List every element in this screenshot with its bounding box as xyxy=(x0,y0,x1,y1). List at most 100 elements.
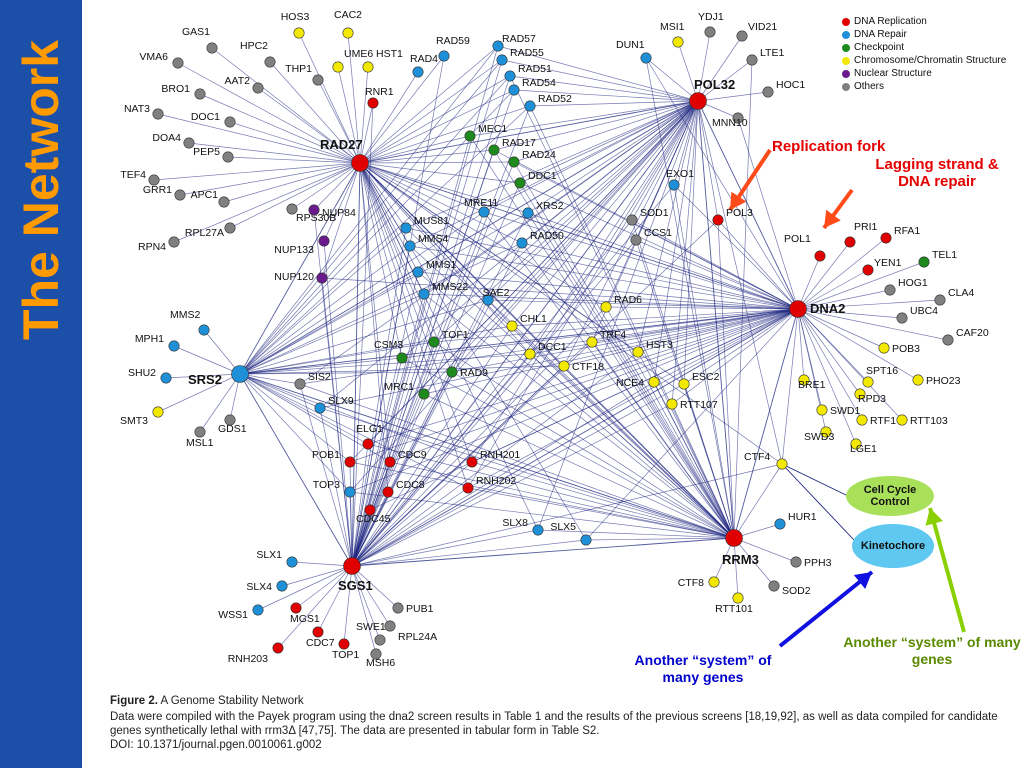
gene-node-label: HUR1 xyxy=(788,511,817,523)
gene-node: RAD6 xyxy=(600,294,642,313)
network-edge xyxy=(165,373,241,379)
network-edge xyxy=(351,227,407,567)
network-edge xyxy=(188,142,361,164)
network-edge xyxy=(359,162,531,355)
network-edge xyxy=(299,383,353,567)
network-edge xyxy=(417,271,799,310)
network-edge xyxy=(637,100,699,353)
gene-node: POL3 xyxy=(712,207,753,226)
gene-node-label: SAE2 xyxy=(483,287,510,299)
gene-node-dot xyxy=(412,266,424,278)
gene-node-label: RTT101 xyxy=(715,603,753,615)
network-edge xyxy=(697,59,753,102)
gene-node-label: RAD6 xyxy=(614,294,642,306)
network-edge xyxy=(359,71,419,164)
gene-node-label: HOS3 xyxy=(281,11,310,23)
gene-node-dot xyxy=(168,236,180,248)
legend-dot xyxy=(842,83,850,91)
gene-node-dot xyxy=(942,334,954,346)
gene-node-dot xyxy=(412,66,424,78)
gene-node-dot xyxy=(286,203,298,215)
gene-node-label: CDC45 xyxy=(356,513,391,525)
gene-node-label: SWE1 xyxy=(356,621,386,633)
gene-node-dot xyxy=(418,288,430,300)
gene-node-label: CHL1 xyxy=(520,313,547,325)
gene-node-label: RNH203 xyxy=(228,653,268,665)
gene-node-dot xyxy=(438,50,450,62)
gene-node: RNH201 xyxy=(466,449,520,468)
gene-node-label: CLA4 xyxy=(948,287,974,299)
gene-node-label: GRR1 xyxy=(143,184,172,196)
gene-node: MEC1 xyxy=(464,123,507,142)
gene-node-label: PEP5 xyxy=(193,146,220,158)
figure-caption: Figure 2. A Genome Stability Network Dat… xyxy=(110,694,1010,752)
network-edge xyxy=(351,182,521,567)
gene-node: HPC2 xyxy=(240,40,276,68)
gene-node-label: SWD3 xyxy=(804,431,834,443)
gene-node: RPS30B xyxy=(286,203,336,224)
gene-node-label: BRO1 xyxy=(161,83,190,95)
network-edge xyxy=(298,32,361,164)
gene-node-dot xyxy=(446,366,458,378)
network-edge xyxy=(423,393,735,539)
gene-node-dot xyxy=(504,70,516,82)
gene-node-dot xyxy=(516,237,528,249)
gene-node-dot xyxy=(878,342,890,354)
network-edge xyxy=(239,45,499,375)
gene-node-dot xyxy=(672,36,684,48)
gene-node-dot xyxy=(218,196,230,208)
gene-node-dot xyxy=(580,534,592,546)
gene-node-label: SMT3 xyxy=(120,415,148,427)
network-edge xyxy=(239,373,351,463)
gene-node-dot xyxy=(884,284,896,296)
gene-node: RAD55 xyxy=(496,47,544,66)
gene-node: THP1 xyxy=(285,63,324,86)
gene-node-dot xyxy=(404,240,416,252)
gene-node-dot xyxy=(478,206,490,218)
gene-node-dot xyxy=(820,426,832,438)
network-edge xyxy=(423,293,735,539)
gene-node: CTF4 xyxy=(744,451,788,470)
network-edge xyxy=(351,219,719,567)
gene-node-dot xyxy=(194,426,206,438)
hub-node-label: DNA2 xyxy=(810,301,845,316)
gene-node: GRR1 xyxy=(143,184,186,201)
gene-node-label: XRS2 xyxy=(536,200,564,212)
gene-node-label: NUP133 xyxy=(274,244,314,256)
gene-node-dot xyxy=(392,602,404,614)
network-edge xyxy=(351,59,503,567)
gene-node-label: RAD52 xyxy=(538,93,572,105)
network-edge xyxy=(351,565,377,655)
network-edge xyxy=(471,461,735,539)
network-edge xyxy=(157,373,241,413)
network-edge xyxy=(359,162,639,353)
gene-node: NCE4 xyxy=(616,376,660,389)
network-edge xyxy=(493,149,799,310)
network-edge xyxy=(423,100,699,395)
network-edge xyxy=(179,162,361,196)
gene-node-dot xyxy=(466,456,478,468)
network-edge xyxy=(359,55,445,164)
gene-node-label: RTT103 xyxy=(910,415,948,427)
hub-node-label: SGS1 xyxy=(338,578,373,593)
gene-node: MGS1 xyxy=(290,602,320,625)
gene-node-label: CTF18 xyxy=(572,361,604,373)
gene-node-label: POL1 xyxy=(784,233,811,245)
network-edge xyxy=(733,59,753,539)
network-edge xyxy=(645,57,735,539)
gene-node: PHO23 xyxy=(912,374,961,387)
network-edge xyxy=(697,35,743,102)
arrow-cell-cycle-shaft xyxy=(928,507,966,633)
gene-node-dot xyxy=(224,116,236,128)
network-edge xyxy=(239,373,321,409)
network-edge xyxy=(239,59,503,375)
gene-node: CTF8 xyxy=(678,576,720,589)
gene-node-dot xyxy=(370,648,382,660)
network-edge xyxy=(697,100,735,539)
network-edge xyxy=(369,308,799,511)
gene-node-dot xyxy=(168,340,180,352)
gene-node-dot xyxy=(762,86,774,98)
network-edge xyxy=(733,537,775,587)
network-edge xyxy=(797,261,925,310)
